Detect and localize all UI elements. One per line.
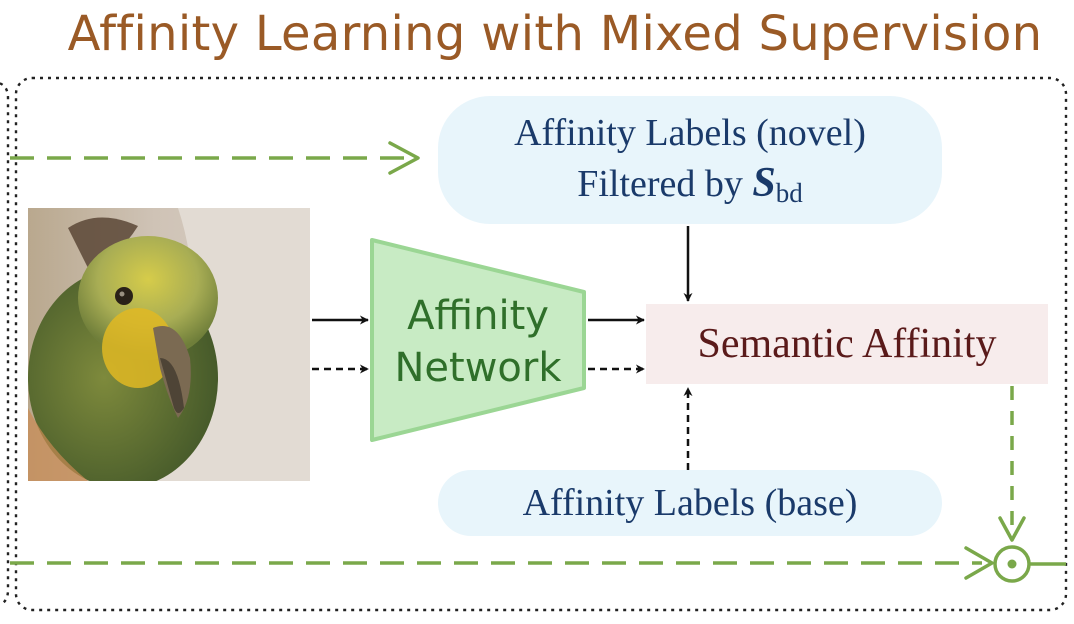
- input-image-parrot: [28, 208, 310, 481]
- score-subscript: bd: [775, 178, 803, 208]
- semantic-affinity-box: Semantic Affinity: [646, 304, 1048, 384]
- score-symbol: S: [752, 160, 776, 206]
- diagram-title: Affinity Learning with Mixed Supervision: [67, 6, 1043, 62]
- novel-labels-line2: Filtered by Sbd: [577, 158, 803, 212]
- novel-labels-line1: Affinity Labels (novel): [514, 112, 866, 154]
- semantic-affinity-label: Semantic Affinity: [697, 321, 997, 367]
- network-label-line2: Network: [394, 345, 562, 391]
- affinity-labels-base: Affinity Labels (base): [438, 470, 942, 536]
- base-labels-text: Affinity Labels (base): [522, 482, 858, 524]
- green-arrowhead-top: [388, 141, 420, 175]
- green-arrowhead-vertical: [998, 516, 1026, 542]
- affinity-network-label: Affinity Network: [372, 290, 584, 394]
- affinity-labels-novel: Affinity Labels (novel) Filtered by Sbd: [438, 96, 942, 224]
- novel-labels-filter-text: Filtered by: [577, 163, 753, 205]
- left-frame-edge: [0, 82, 10, 606]
- affinity-network-shape: [370, 238, 586, 442]
- network-label-line1: Affinity: [407, 293, 549, 339]
- odot-center-dot: [1007, 559, 1017, 569]
- green-arrowhead-bottom: [964, 546, 994, 580]
